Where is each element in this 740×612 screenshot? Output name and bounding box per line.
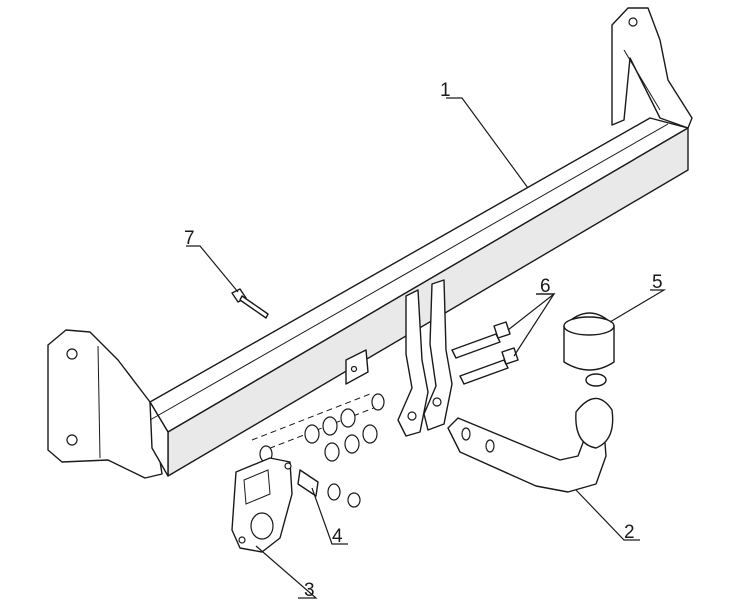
callout-4: 4 bbox=[332, 526, 343, 547]
tow-ball-arm bbox=[447, 373, 614, 493]
callout-7: 7 bbox=[184, 228, 195, 249]
left-mounting-bracket bbox=[47, 329, 163, 479]
callout-3: 3 bbox=[304, 580, 315, 601]
callout-6: 6 bbox=[540, 276, 551, 297]
right-mounting-bracket bbox=[611, 7, 693, 129]
callout-2: 2 bbox=[624, 522, 635, 543]
socket-plate bbox=[231, 457, 293, 553]
crossbar bbox=[149, 117, 689, 477]
bolt-7 bbox=[231, 288, 269, 319]
callout-5: 5 bbox=[652, 272, 663, 293]
leader-lines bbox=[186, 97, 667, 599]
callout-1: 1 bbox=[440, 80, 451, 101]
fastener-set bbox=[251, 393, 385, 508]
bolts-6 bbox=[451, 321, 519, 385]
center-mount-plates bbox=[345, 279, 453, 437]
ball-cap bbox=[563, 312, 615, 371]
